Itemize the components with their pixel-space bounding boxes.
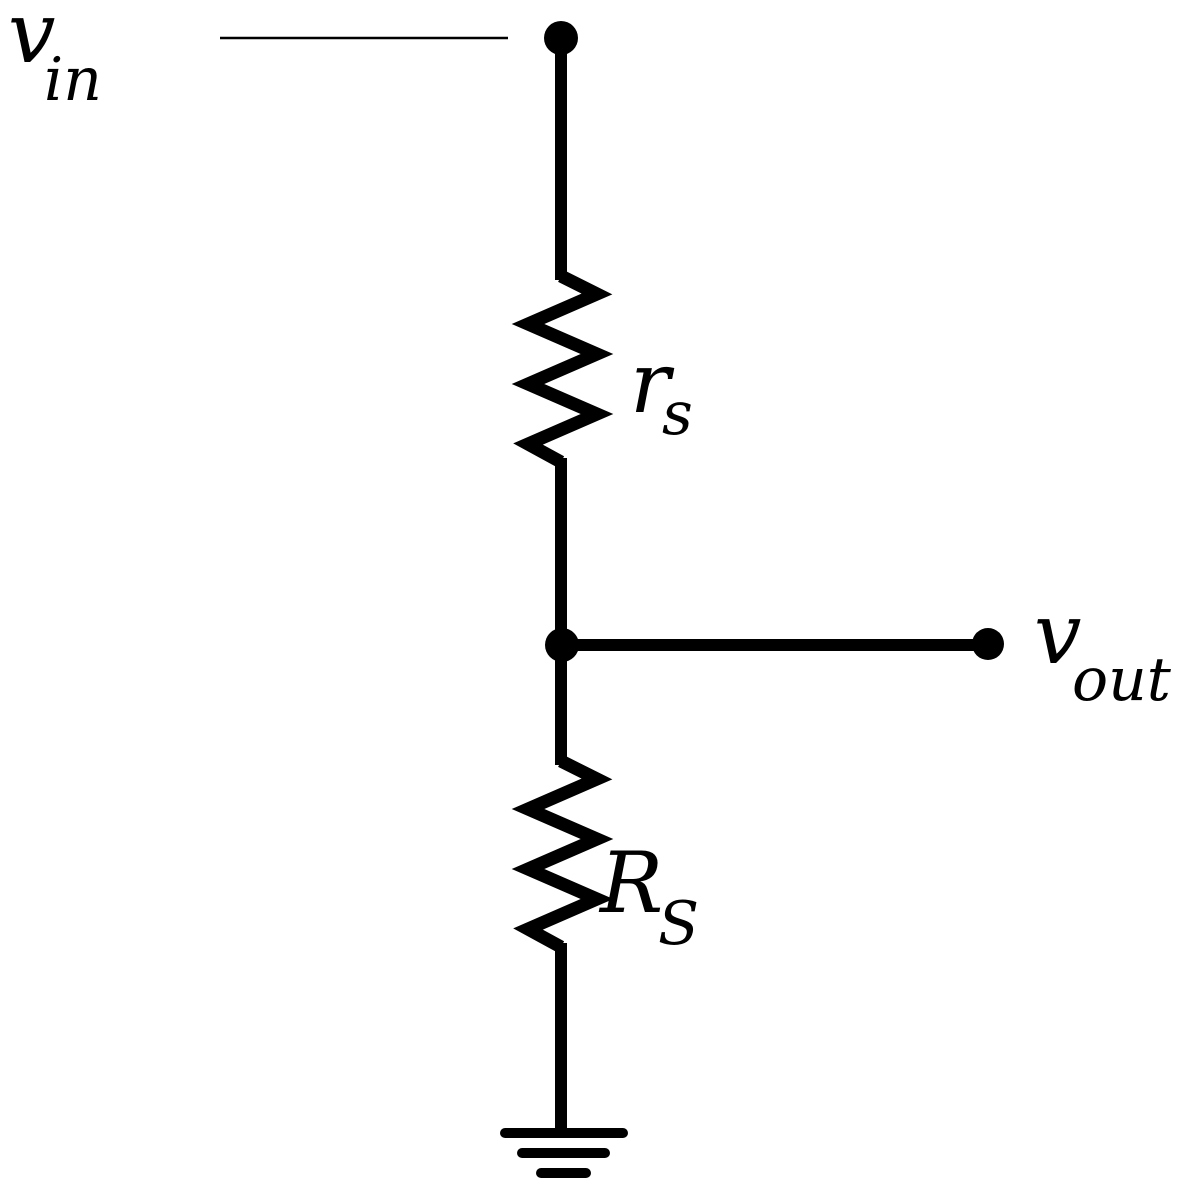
vout-label-sub: out <box>1072 645 1172 715</box>
resistor-RS-zigzag <box>511 755 614 953</box>
vin-label-sub: in <box>44 45 102 115</box>
vout-label-main: v <box>1034 585 1081 683</box>
RS-label-main: R <box>598 834 663 932</box>
RS-label-sub: S <box>658 889 699 959</box>
vout-node-dot <box>972 628 1004 660</box>
rs-label-main: r <box>630 334 675 432</box>
ground-symbol-icon <box>500 1128 628 1178</box>
resistor-rs-zigzag <box>511 270 614 468</box>
rs-label-sub: s <box>662 379 693 449</box>
vin-label-main: v <box>8 0 55 82</box>
